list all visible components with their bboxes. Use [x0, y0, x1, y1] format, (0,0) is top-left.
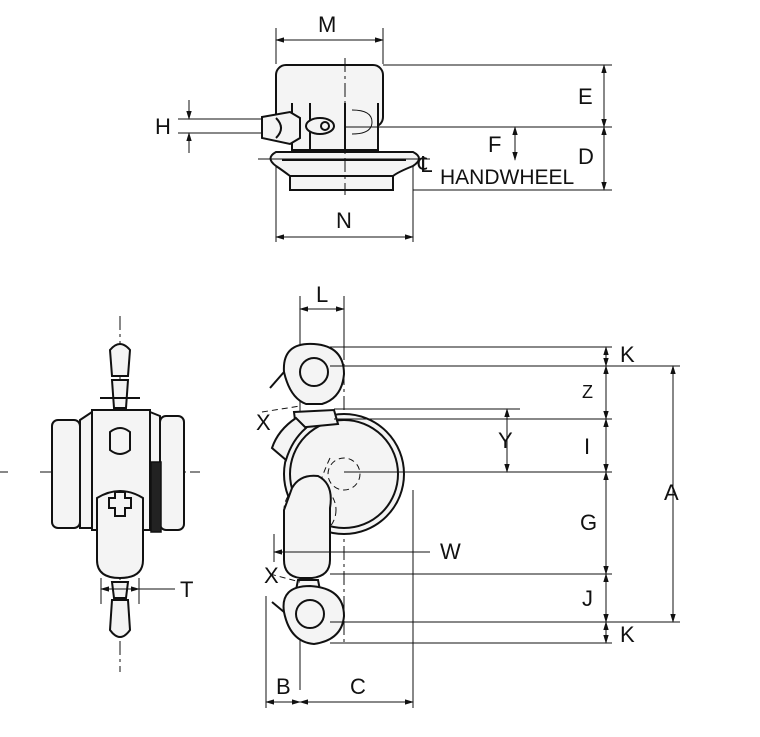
- front-view: L K Z I G J K A Y X W X: [256, 282, 680, 708]
- label-n: N: [336, 208, 352, 233]
- label-z: Z: [582, 382, 593, 402]
- label-i: I: [584, 434, 590, 459]
- label-a: A: [664, 480, 679, 505]
- label-y: Y: [498, 428, 513, 453]
- label-l: L: [316, 282, 328, 307]
- label-e: E: [578, 84, 593, 109]
- top-view: M E D F H ℄ HANDWHEEL N: [155, 12, 612, 242]
- label-x-bottom: X: [264, 563, 279, 588]
- label-g: G: [580, 510, 597, 535]
- label-w: W: [440, 539, 461, 564]
- label-k-bottom: K: [620, 622, 635, 647]
- label-c: C: [350, 674, 366, 699]
- label-d: D: [578, 144, 594, 169]
- label-x-top: X: [256, 410, 271, 435]
- label-t: T: [180, 577, 193, 602]
- side-view: T: [0, 316, 200, 672]
- label-j: J: [582, 586, 593, 611]
- label-k-top: K: [620, 342, 635, 367]
- label-m: M: [318, 12, 336, 37]
- label-h: H: [155, 114, 171, 139]
- centerline-symbol: ℄: [417, 152, 433, 177]
- label-f: F: [488, 132, 501, 157]
- handwheel-label: HANDWHEEL: [440, 166, 574, 189]
- label-b: B: [276, 674, 291, 699]
